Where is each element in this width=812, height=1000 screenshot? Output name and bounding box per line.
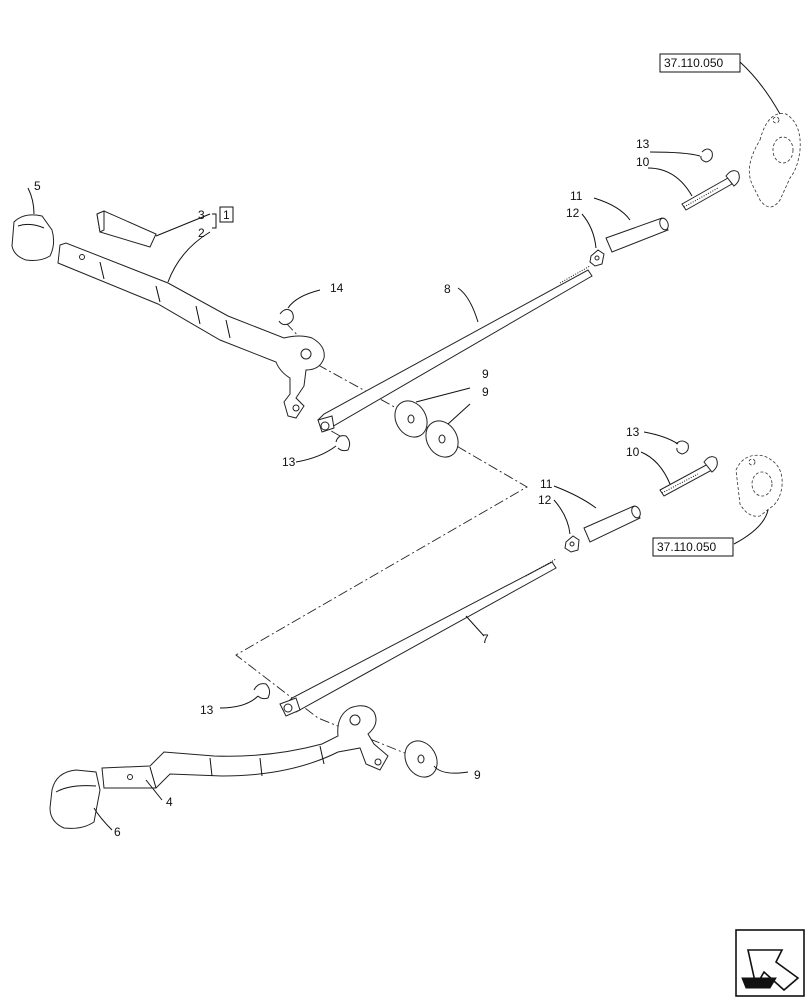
nut-lower bbox=[564, 535, 580, 553]
callout-10-a: 10 bbox=[636, 155, 650, 169]
callout-5: 5 bbox=[34, 179, 41, 193]
callout-2: 2 bbox=[198, 226, 205, 240]
tube-lower bbox=[583, 505, 641, 543]
reference-link-top[interactable]: 37.110.050 bbox=[664, 56, 723, 70]
callout-11-a: 11 bbox=[570, 189, 583, 203]
callout-13-d: 13 bbox=[200, 703, 214, 717]
callout-12-b: 12 bbox=[538, 493, 552, 507]
knob-upper bbox=[11, 214, 55, 261]
callout-9-b: 9 bbox=[482, 385, 489, 399]
callout-9-a: 9 bbox=[482, 367, 489, 381]
sleeve-part bbox=[96, 210, 157, 248]
washer-upper-2 bbox=[425, 420, 459, 458]
linkage-ghost-upper bbox=[748, 113, 801, 208]
clip-13-lower bbox=[253, 683, 271, 700]
next-page-arrow-icon[interactable] bbox=[735, 929, 805, 997]
callout-1-box: 1 bbox=[219, 206, 234, 223]
leader-lines bbox=[27, 61, 781, 831]
callout-12-a: 12 bbox=[566, 206, 580, 220]
clip-14 bbox=[278, 308, 294, 326]
nut-upper bbox=[589, 249, 605, 267]
knob-lower bbox=[49, 769, 101, 829]
callout-7: 7 bbox=[482, 632, 489, 646]
callout-13-b: 13 bbox=[636, 137, 650, 151]
callout-4: 4 bbox=[166, 795, 173, 809]
callout-labels: 5 3 2 14 8 9 9 13 13 10 11 12 13 10 11 1… bbox=[34, 137, 650, 839]
callout-8: 8 bbox=[444, 282, 451, 296]
reference-box-bottom[interactable]: 37.110.050 bbox=[652, 537, 734, 557]
lever-lower bbox=[101, 705, 389, 789]
washer-upper-1 bbox=[394, 400, 428, 438]
clip-13-upper bbox=[335, 435, 351, 452]
washer-lower bbox=[404, 740, 438, 778]
tube-upper bbox=[605, 217, 669, 253]
callout-3: 3 bbox=[198, 208, 205, 222]
threaded-rod-upper bbox=[681, 170, 740, 211]
reference-box-top[interactable]: 37.110.050 bbox=[659, 53, 741, 73]
hole-lever-upper bbox=[79, 254, 85, 260]
callout-1: 1 bbox=[223, 208, 230, 222]
rod-lower bbox=[279, 558, 557, 717]
callout-13-c: 13 bbox=[626, 425, 640, 439]
callout-6: 6 bbox=[114, 825, 121, 839]
linkage-ghost-lower bbox=[735, 454, 783, 517]
callout-10-b: 10 bbox=[626, 445, 640, 459]
clip-13-lower-right bbox=[675, 440, 689, 455]
callout-9-c: 9 bbox=[474, 768, 481, 782]
threaded-rod-lower bbox=[659, 456, 718, 497]
callout-14: 14 bbox=[330, 281, 344, 295]
lever-upper bbox=[57, 242, 325, 419]
callout-11-b: 11 bbox=[540, 477, 553, 491]
rod-upper bbox=[317, 265, 593, 433]
callout-13-a: 13 bbox=[282, 455, 296, 469]
reference-link-bottom[interactable]: 37.110.050 bbox=[657, 540, 716, 554]
clip-13-upper-right bbox=[700, 148, 713, 163]
